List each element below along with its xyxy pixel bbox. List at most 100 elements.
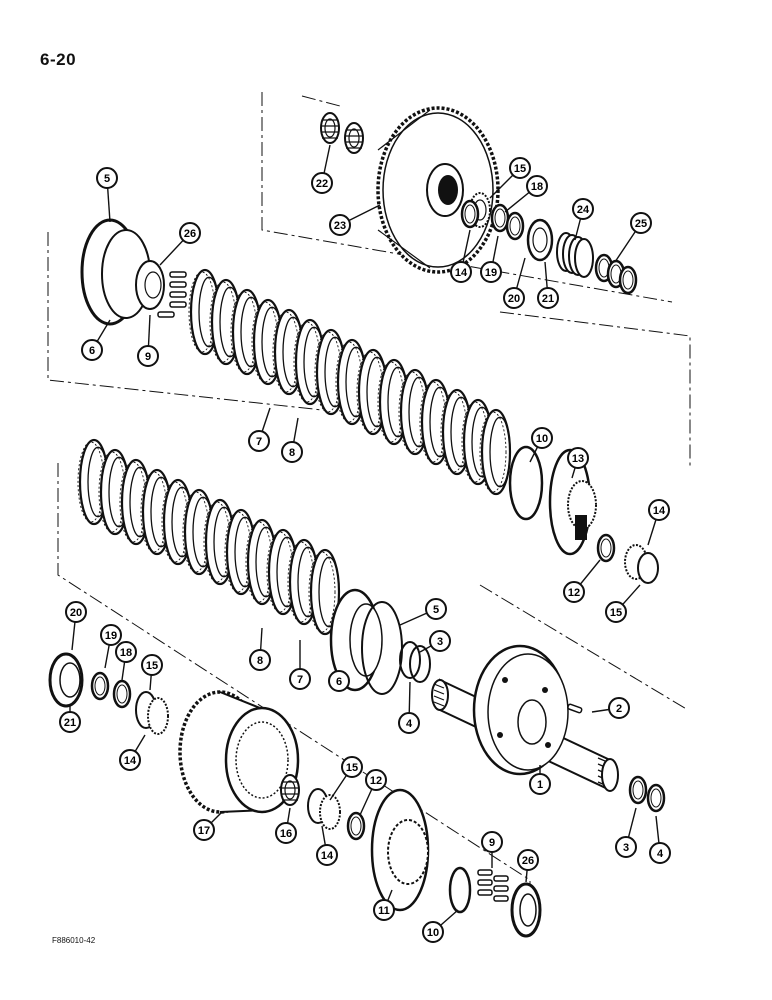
- callout-15: 15: [141, 654, 163, 691]
- callout-number: 21: [542, 293, 554, 305]
- thrust-washer-14: [460, 199, 480, 229]
- page-number: 6-20: [40, 50, 77, 69]
- callout-8: 8: [249, 627, 271, 671]
- seal-rings-5-3: [361, 601, 431, 695]
- driven-gear: [376, 106, 500, 274]
- callout-circle: [289, 668, 311, 690]
- callout-5: 5: [399, 598, 447, 626]
- callout-number: 6: [336, 676, 342, 688]
- callout-circle: [281, 441, 303, 463]
- clutch-housing-11: [370, 788, 430, 912]
- callout-4: 4: [398, 681, 420, 734]
- clutch-hub-5: [80, 218, 165, 326]
- callout-circle: [529, 773, 551, 795]
- callout-14: 14: [450, 229, 472, 283]
- callout-circle: [96, 167, 118, 189]
- callout-number: 15: [514, 163, 526, 175]
- callout-20: 20: [503, 257, 526, 309]
- callout-number: 22: [316, 178, 328, 190]
- callout-1: 1: [529, 765, 551, 795]
- callout-circle: [115, 641, 137, 663]
- callout-circle: [248, 430, 270, 452]
- callout-6: 6: [328, 670, 350, 692]
- callout-circle: [81, 339, 103, 361]
- callout-circle: [509, 157, 531, 179]
- callout-20: 20: [65, 601, 87, 651]
- callout-circle: [373, 899, 395, 921]
- callout-19: 19: [480, 235, 502, 283]
- callout-number: 19: [105, 630, 117, 642]
- seal-ring-4: [646, 783, 666, 813]
- callout-9: 9: [137, 314, 159, 367]
- callout-15: 15: [329, 756, 363, 801]
- callout-number: 4: [657, 848, 664, 860]
- callout-9: 9: [481, 831, 503, 868]
- snap-ring-12: [346, 811, 366, 841]
- callout-circle: [649, 842, 671, 864]
- callout-13: 13: [567, 447, 589, 479]
- callout-number: 19: [485, 267, 497, 279]
- callout-circle: [563, 581, 585, 603]
- callout-number: 2: [616, 703, 622, 715]
- callout-22: 22: [311, 144, 333, 194]
- callout-14: 14: [316, 825, 338, 866]
- callout-14: 14: [119, 734, 146, 771]
- callout-number: 16: [280, 828, 292, 840]
- lower-clutch-discs: [76, 438, 341, 636]
- callout-circle: [137, 345, 159, 367]
- needle-bearing-22b: [344, 122, 364, 154]
- callout-2: 2: [591, 697, 630, 719]
- callout-24: 24: [572, 198, 594, 241]
- snap-ring-10: [508, 445, 544, 521]
- callout-circle: [365, 769, 387, 791]
- callout-circle: [316, 844, 338, 866]
- callout-number: 23: [334, 220, 346, 232]
- springs-9-lower: [477, 869, 509, 902]
- callout-number: 4: [406, 718, 413, 730]
- callout-number: 7: [297, 674, 303, 686]
- callout-circle: [429, 630, 451, 652]
- spring-24: [556, 232, 594, 278]
- callout-number: 14: [653, 505, 666, 517]
- callout-number: 5: [433, 604, 439, 616]
- ring-12: [596, 533, 616, 563]
- callout-number: 15: [610, 607, 622, 619]
- callout-circle: [141, 654, 163, 676]
- callout-5: 5: [96, 167, 118, 223]
- callout-18: 18: [504, 175, 548, 213]
- thrust-bearing-15-14: [307, 788, 341, 830]
- callout-circle: [450, 261, 472, 283]
- callout-circle: [425, 598, 447, 620]
- callout-16: 16: [275, 807, 297, 844]
- callout-number: 21: [64, 717, 76, 729]
- callout-circle: [531, 427, 553, 449]
- callout-21: 21: [59, 705, 81, 733]
- callout-number: 3: [623, 842, 629, 854]
- callout-circle: [422, 921, 444, 943]
- callout-number: 15: [146, 660, 158, 672]
- callout-3: 3: [615, 807, 637, 858]
- callout-number: 6: [89, 345, 95, 357]
- snap-ring-19: [505, 211, 525, 241]
- callout-number: 20: [70, 607, 82, 619]
- thrust-washer-18: [490, 203, 510, 233]
- top-panel-outline: [261, 92, 673, 303]
- callout-circle: [630, 212, 652, 234]
- callout-number: 13: [572, 453, 584, 465]
- callout-26: 26: [159, 222, 201, 266]
- thrust-bearing-14-15: [624, 544, 659, 584]
- callout-circle: [615, 836, 637, 858]
- callout-circle: [537, 287, 559, 309]
- retainer-26: [510, 882, 542, 938]
- callout-circle: [567, 447, 589, 469]
- callout-number: 18: [531, 181, 543, 193]
- callout-circle: [249, 649, 271, 671]
- callout-number: 8: [289, 447, 295, 459]
- callout-10: 10: [529, 427, 553, 463]
- callout-number: 26: [184, 228, 196, 240]
- callout-number: 20: [508, 293, 520, 305]
- callout-circle: [608, 697, 630, 719]
- washer-18-lower: [112, 679, 132, 709]
- callout-26: 26: [517, 849, 539, 883]
- callout-19: 19: [100, 624, 122, 669]
